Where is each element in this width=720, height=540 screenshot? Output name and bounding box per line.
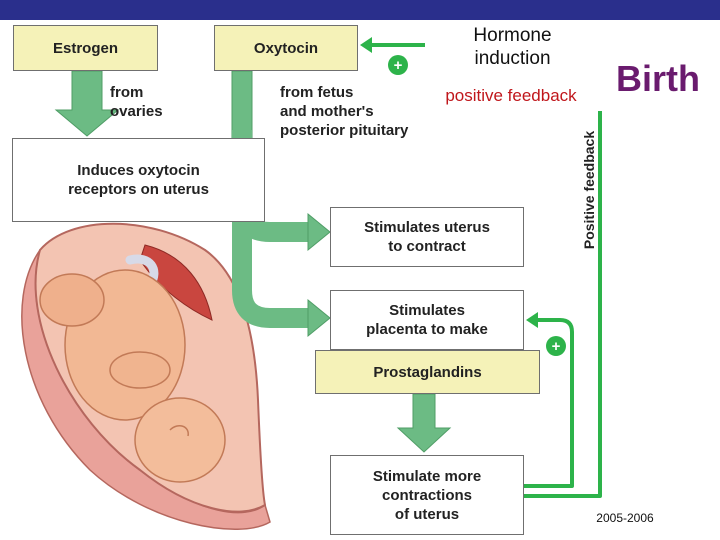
plus-top-text: + [394,57,403,74]
plus-bottom-text: + [552,338,561,355]
top-bar [0,0,720,20]
plus-badge-top: + [388,55,408,75]
positive-feedback-vertical-label: Positive feedback [581,131,597,249]
fetus-ear [169,425,189,437]
feedback-loop-inner [524,318,574,488]
from-ovaries-label: from ovaries [110,84,163,120]
arrow-head-uterus [307,212,331,252]
oxytocin-box: Oxytocin [214,25,358,71]
feedback-arrowhead-top [360,37,372,53]
heading-panel [425,21,603,111]
prostaglandins-label: Prostaglandins [373,363,482,381]
arrow-head-placenta [307,298,331,338]
stimulates-placenta-label: Stimulates placenta to make [366,302,488,338]
oxytocin-label: Oxytocin [253,39,319,57]
stimulates-uterus-box: Stimulates uterus to contract [330,207,524,267]
prostaglandins-box: Prostaglandins [315,350,540,394]
arrow-branch-placenta [232,205,310,328]
positive-feedback-title: positive feedback [445,86,577,105]
fetus-knee [39,273,105,327]
fetus-arm [109,351,171,389]
hormone-induction-title: Hormone induction [473,25,552,69]
birth-title: Birth [616,58,700,99]
year-footer: 2005-2006 [596,511,654,525]
feedback-arrowhead-inner [526,312,538,328]
induces-receptors-box: Induces oxytocin receptors on uterus [12,138,265,222]
arrow-prostaglandins-down [396,393,452,453]
stimulate-more-box: Stimulate more contractions of uterus [330,455,524,535]
plus-badge-bottom: + [546,336,566,356]
from-fetus-label: from fetus and mother's posterior pituit… [280,84,409,139]
stimulate-more-label: Stimulate more contractions of uterus [372,467,482,523]
estrogen-label: Estrogen [52,39,118,57]
stimulates-uterus-label: Stimulates uterus to contract [364,219,490,255]
fetus-head [134,397,226,483]
fetus-illustration [21,222,271,530]
induces-receptors-label: Induces oxytocin receptors on uterus [68,162,209,198]
estrogen-box: Estrogen [13,25,158,71]
arrow-estrogen-down [54,70,120,137]
stimulates-placenta-box: Stimulates placenta to make [330,290,524,350]
